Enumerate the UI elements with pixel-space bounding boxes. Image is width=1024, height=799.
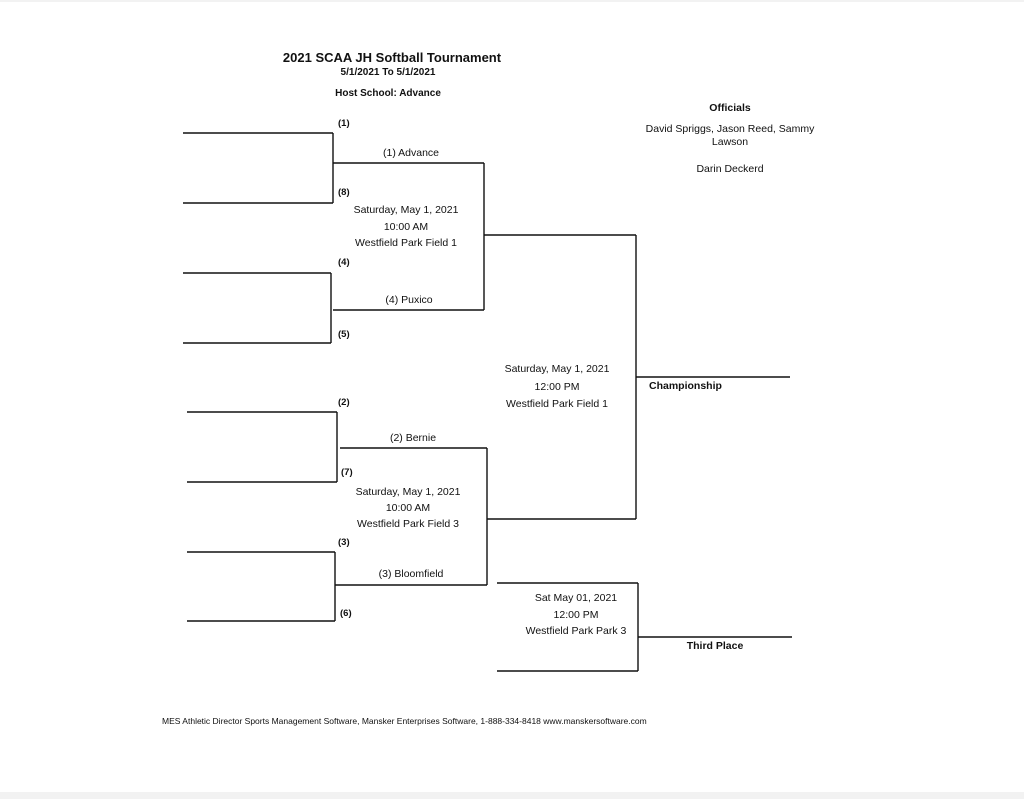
seed-label: (7) bbox=[341, 467, 353, 478]
officials-heading: Officials bbox=[709, 102, 751, 114]
game-time: 12:00 PM bbox=[534, 381, 580, 393]
seed-label: (6) bbox=[340, 608, 352, 619]
game-location: Westfield Park Field 1 bbox=[355, 237, 457, 249]
game-location: Westfield Park Field 1 bbox=[506, 398, 608, 410]
seed-label: (2) bbox=[338, 397, 350, 408]
game-date: Saturday, May 1, 2021 bbox=[355, 486, 461, 498]
seed-label: (8) bbox=[338, 187, 350, 198]
seed-label: (3) bbox=[338, 537, 350, 548]
game-location: Westfield Park Park 3 bbox=[525, 625, 627, 637]
game-location: Westfield Park Field 3 bbox=[357, 518, 459, 530]
game-date: Saturday, May 1, 2021 bbox=[353, 204, 459, 216]
officials-names-line2: Lawson bbox=[711, 136, 749, 148]
team-name-advance: (1) Advance bbox=[382, 147, 440, 159]
date-range: 5/1/2021 To 5/1/2021 bbox=[340, 67, 436, 78]
host-school: Host School: Advance bbox=[335, 88, 441, 99]
seed-label: (1) bbox=[338, 118, 350, 129]
team-name-puxico: (4) Puxico bbox=[385, 294, 433, 306]
game-time: 12:00 PM bbox=[553, 609, 599, 621]
third-place-label: Third Place bbox=[686, 640, 744, 652]
team-name-bernie: (2) Bernie bbox=[389, 432, 437, 444]
seed-label: (4) bbox=[338, 257, 350, 268]
officials-names-line1: David Spriggs, Jason Reed, Sammy bbox=[645, 123, 815, 135]
team-name-bloomfield: (3) Bloomfield bbox=[378, 568, 444, 580]
game-time: 10:00 AM bbox=[385, 502, 431, 514]
game-time: 10:00 AM bbox=[383, 221, 429, 233]
game-date: Saturday, May 1, 2021 bbox=[504, 363, 610, 375]
seed-label: (5) bbox=[338, 329, 350, 340]
game-date: Sat May 01, 2021 bbox=[534, 592, 618, 604]
page-title: 2021 SCAA JH Softball Tournament bbox=[282, 50, 502, 65]
footer-text: MES Athletic Director Sports Management … bbox=[162, 716, 647, 726]
officials-names-line3: Darin Deckerd bbox=[696, 163, 764, 175]
championship-label: Championship bbox=[649, 380, 722, 392]
